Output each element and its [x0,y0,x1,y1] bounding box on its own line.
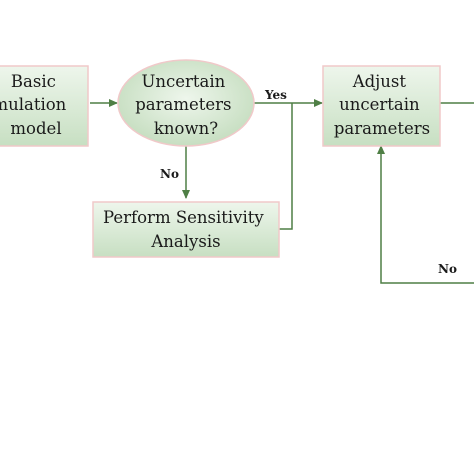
sensitivity-line-2: Analysis [150,232,220,251]
node-line: Uncertain parameters known? [135,72,237,138]
decision-line-2: parameters [135,95,231,114]
node-line: Adjust uncertain parameters [334,72,430,138]
edge-label-no-down: No [160,167,179,181]
adjust-line-1: Adjust [352,72,407,91]
node-decision-uncertain-parameters-known: Uncertain parameters known? [117,59,255,147]
edge-label-no-return: No [438,262,457,276]
decision-line-1: Uncertain [141,72,225,91]
adjust-line-3: parameters [334,119,430,138]
node-line: Perform Sensitivity Analysis [103,208,269,251]
simulation-model-line-3: model [10,119,61,138]
arrow-return-to-adjust [377,145,474,284]
edges [90,99,474,284]
simulation-model-line-1: Basic [11,72,56,91]
decision-line-3: known? [154,119,218,138]
sensitivity-line-1: Perform Sensitivity [103,208,264,227]
node-basic-simulation-model: Basic mulation model [0,65,89,147]
connector-sensitivity-to-yes-line [279,103,293,230]
simulation-model-line-2: mulation [0,95,67,114]
node-perform-sensitivity-analysis: Perform Sensitivity Analysis [92,201,280,258]
adjust-line-2: uncertain [339,95,420,114]
node-line: Basic mulation model [0,72,72,138]
edge-label-yes: Yes [264,88,287,102]
node-adjust-uncertain-parameters: Adjust uncertain parameters [322,65,441,147]
